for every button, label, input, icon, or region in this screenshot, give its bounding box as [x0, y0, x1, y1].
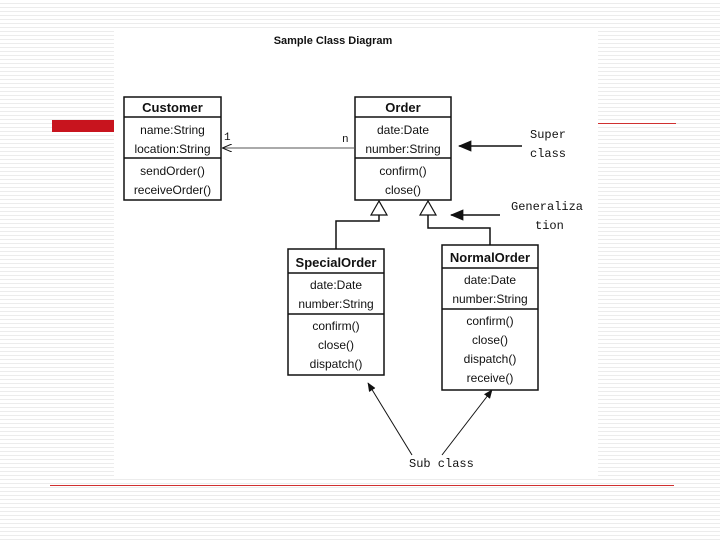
class-operation: dispatch()	[464, 352, 517, 366]
class-order: Order date:Date number:String confirm() …	[354, 96, 452, 201]
class-attribute: date:Date	[464, 273, 516, 287]
generalization-label: Generaliza	[511, 200, 583, 214]
diagram-title: Sample Class Diagram	[274, 35, 393, 47]
class-name: Order	[385, 100, 420, 115]
class-operation: close()	[318, 338, 354, 352]
class-attribute: number:String	[298, 297, 373, 311]
generalization-edge-normalorder	[427, 215, 491, 245]
class-customer: Customer name:String location:String sen…	[123, 96, 222, 201]
red-accent-bar	[52, 120, 114, 132]
class-operation: close()	[385, 183, 421, 197]
class-name: Customer	[142, 100, 203, 115]
superclass-label: Super	[530, 128, 566, 142]
subclass-arrow	[367, 382, 413, 456]
class-operation: dispatch()	[310, 357, 363, 371]
class-attribute: name:String	[140, 123, 205, 137]
top-red-rule	[598, 123, 676, 124]
class-name: SpecialOrder	[296, 255, 377, 270]
diagram-panel: Sample Class Diagram Customer name:Strin…	[114, 28, 598, 478]
class-attribute: number:String	[365, 142, 440, 156]
generalization-triangle	[369, 199, 389, 216]
class-operation: receive()	[467, 371, 514, 385]
class-normalorder: NormalOrder date:Date number:String conf…	[441, 244, 539, 391]
generalization-triangle	[418, 199, 438, 216]
subclass-label: Sub class	[409, 457, 474, 471]
class-operation: confirm()	[312, 319, 359, 333]
superclass-label: class	[530, 147, 566, 161]
generalization-edge-specialorder	[335, 215, 380, 249]
class-operation: confirm()	[466, 314, 513, 328]
class-operation: confirm()	[379, 164, 426, 178]
class-operation: sendOrder()	[140, 164, 205, 178]
multiplicity-customer: 1	[224, 132, 231, 144]
class-operation: close()	[472, 333, 508, 347]
class-operation: receiveOrder()	[134, 183, 211, 197]
class-attribute: location:String	[134, 142, 210, 156]
class-attribute: date:Date	[377, 123, 429, 137]
subclass-arrow	[441, 389, 493, 456]
class-attribute: number:String	[452, 292, 527, 306]
generalization-label: tion	[535, 219, 564, 233]
bottom-red-rule	[50, 485, 674, 486]
class-attribute: date:Date	[310, 278, 362, 292]
class-diagram: Sample Class Diagram Customer name:Strin…	[123, 35, 583, 471]
class-specialorder: SpecialOrder date:Date number:String con…	[287, 248, 385, 376]
multiplicity-order: n	[342, 134, 349, 146]
class-name: NormalOrder	[450, 250, 530, 265]
